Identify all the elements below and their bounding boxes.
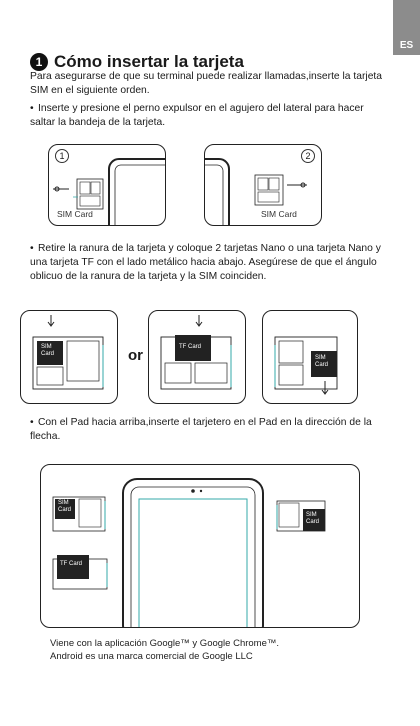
step-2-bullet: • xyxy=(30,243,34,254)
step-1-bullet: • xyxy=(30,103,34,114)
step-3-bullet: • xyxy=(30,417,34,428)
section-title: 1 Cómo insertar la tarjeta xyxy=(30,52,244,72)
footer: Viene con la aplicación Google™ y Google… xyxy=(50,637,279,663)
footer-line-2: Android es una marca comercial de Google… xyxy=(50,651,253,662)
section-title-text: Cómo insertar la tarjeta xyxy=(54,52,244,71)
figure2-panel3: SIM Card xyxy=(262,310,358,404)
figure2-sim-label-2: SIM Card xyxy=(315,355,329,368)
or-label: or xyxy=(128,347,143,364)
intro-paragraph: Para asegurarse de que su terminal puede… xyxy=(30,71,383,96)
step-2: •Retire la ranura de la tarjeta y coloqu… xyxy=(30,242,390,284)
sim-tray-illustration xyxy=(274,336,338,395)
figure3-sim-right-label: SIM Card xyxy=(306,512,320,525)
tf-tray-illustration xyxy=(160,315,232,390)
step-1-text: Inserte y presione el perno expulsor en … xyxy=(30,103,364,128)
figure1-caption-2: SIM Card xyxy=(261,209,297,219)
figure1-panel1: 1 SIM Card xyxy=(48,144,166,226)
step-3: •Con el Pad hacia arriba,inserte el tarj… xyxy=(30,416,390,444)
pad-insertion-illustration xyxy=(52,478,326,627)
figure2-panel1: SIM Card xyxy=(20,310,118,404)
figure1-caption-1: SIM Card xyxy=(57,209,93,219)
step-3-text: Con el Pad hacia arriba,inserte el tarje… xyxy=(30,417,372,442)
tray-eject-illustration xyxy=(205,158,307,225)
section-number-badge: 1 xyxy=(30,53,48,71)
figure1-step-number-2: 2 xyxy=(301,149,315,163)
figure3-tf-label: TF Card xyxy=(60,561,83,567)
figure2-panel2: TF Card xyxy=(148,310,246,404)
footer-line-1: Viene con la aplicación Google™ y Google… xyxy=(50,638,280,649)
figure2-sim-label: SIM Card xyxy=(41,344,55,357)
language-tab: ES xyxy=(393,0,420,55)
figure1-panel2: 2 SIM Card xyxy=(204,144,322,226)
step-2-text: Retire la ranura de la tarjeta y coloque… xyxy=(30,243,381,282)
figure3-sim-left-label: SIM Card xyxy=(58,500,72,513)
figure3-panel: SIM Card TF Card SIM Card xyxy=(40,464,360,628)
tray-eject-illustration xyxy=(53,158,165,225)
sim-tray-illustration xyxy=(32,315,104,390)
figure2-tf-label: TF Card xyxy=(179,344,202,350)
step-1: •Inserte y presione el perno expulsor en… xyxy=(30,102,390,130)
figure1-step-number-1: 1 xyxy=(55,149,69,163)
